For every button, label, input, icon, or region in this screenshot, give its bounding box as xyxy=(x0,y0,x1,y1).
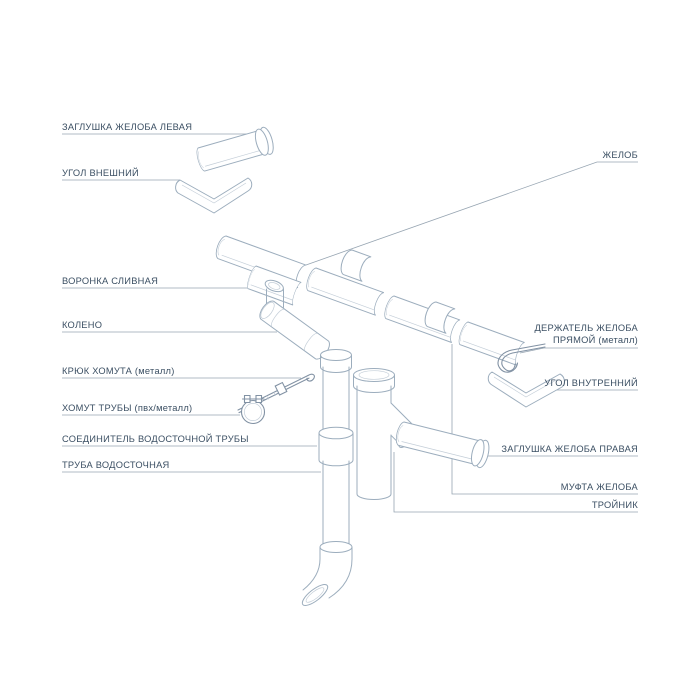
part-gutter-endcap-right xyxy=(393,420,490,469)
label-corner-external: УГОЛ ВНЕШНИЙ xyxy=(62,167,139,178)
part-gutter-holder-clip xyxy=(337,247,372,282)
part-gutter-bracket xyxy=(497,343,546,373)
label-pipe-connector: СОЕДИНИТЕЛЬ ВОДОСТОЧНОЙ ТРУБЫ xyxy=(62,433,249,444)
label-gutter-endcap-right: ЗАГЛУШКА ЖЕЛОБА ПРАВАЯ xyxy=(501,444,638,454)
part-gutter-section xyxy=(381,294,461,343)
label-gutter: ЖЕЛОБ xyxy=(603,150,638,160)
label-tee: ТРОЙНИК xyxy=(592,499,638,510)
label-funnel: ВОРОНКА СЛИВНАЯ xyxy=(62,276,158,286)
label-bracket-line1: ДЕРЖАТЕЛЬ ЖЕЛОБА xyxy=(534,323,638,333)
leader-gutter xyxy=(305,161,638,266)
label-hook: КРЮК ХОМУТА (металл) xyxy=(62,366,175,376)
part-gutter-section xyxy=(456,320,525,366)
leader-tee xyxy=(393,452,638,513)
leader-gutter-coupling xyxy=(451,344,638,495)
part-pipe-connector xyxy=(318,426,354,467)
label-corner-internal: УГОЛ ВНУТРЕННИЙ xyxy=(544,377,638,388)
leader-bracket xyxy=(519,347,638,354)
label-elbow: КОЛЕНО xyxy=(62,320,102,330)
part-corner-external xyxy=(175,177,253,214)
part-gutter-endcap-left xyxy=(194,126,274,173)
label-bracket-line2: ПРЯМОЙ (металл) xyxy=(553,334,638,345)
part-downpipe xyxy=(301,349,354,606)
label-pipe-clamp: ХОМУТ ТРУБЫ (пвх/металл) xyxy=(62,403,192,413)
part-pipe-clamp xyxy=(240,394,266,425)
label-gutter-endcap-left: ЗАГЛУШКА ЖЕЛОБА ЛЕВАЯ xyxy=(62,122,192,132)
part-elbow xyxy=(256,297,334,363)
label-gutter-coupling: МУФТА ЖЕЛОБА xyxy=(561,482,639,492)
label-downpipe: ТРУБА ВОДОСТОЧНАЯ xyxy=(62,460,169,470)
